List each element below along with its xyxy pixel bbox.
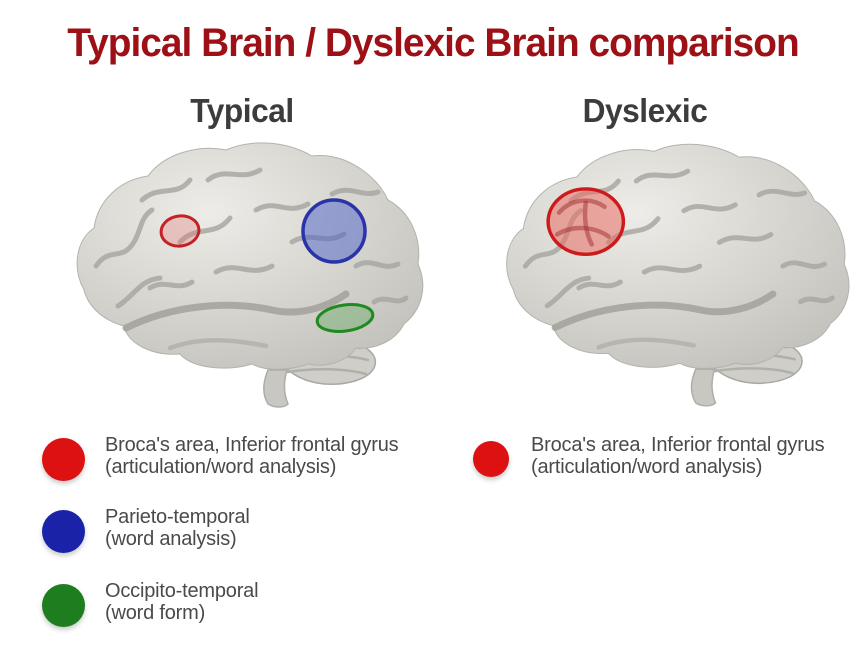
page-title: Typical Brain / Dyslexic Brain compariso… (67, 21, 799, 65)
column-label-dyslexic: Dyslexic (582, 92, 708, 129)
legend-label: Broca's area, Inferior frontal gyrus (ar… (105, 434, 399, 478)
legend-item-parieto-temporal: Parieto-temporal (word analysis) (42, 506, 250, 553)
legend-item-broca-dyslexic: Broca's area, Inferior frontal gyrus (ar… (473, 434, 825, 478)
typical-brain-image (30, 140, 440, 430)
broca-area-highlight-typical (159, 214, 201, 248)
occipito-temporal-highlight (315, 303, 375, 333)
red-dot-icon (473, 441, 509, 477)
legend-label: Broca's area, Inferior frontal gyrus (ar… (531, 434, 825, 478)
legend-label: Occipito-temporal (word form) (105, 580, 259, 624)
typical-brain-svg (30, 140, 440, 430)
legend-label: Parieto-temporal (word analysis) (105, 506, 250, 550)
red-dot-icon (42, 438, 85, 481)
parieto-temporal-highlight (301, 198, 367, 264)
legend-item-broca-typical: Broca's area, Inferior frontal gyrus (ar… (42, 434, 399, 481)
blue-dot-icon (42, 510, 85, 553)
dyslexic-brain-image (460, 140, 866, 430)
legend-item-occipito-temporal: Occipito-temporal (word form) (42, 580, 259, 627)
broca-area-gyri-detail (554, 198, 611, 247)
column-label-typical: Typical (190, 92, 294, 129)
green-dot-icon (42, 584, 85, 627)
dyslexic-brain-svg (460, 140, 866, 430)
